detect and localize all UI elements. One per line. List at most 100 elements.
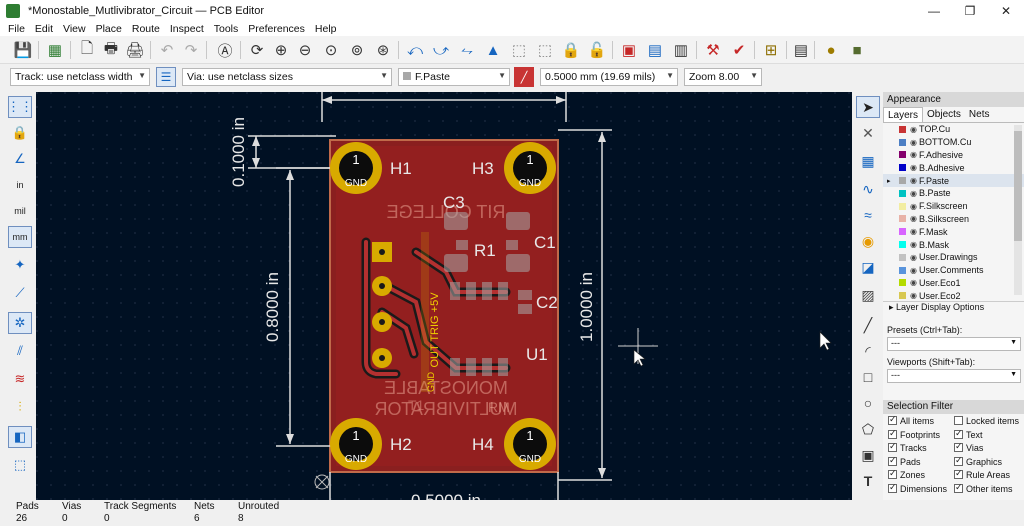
visibility-eye-icon[interactable]: ◉: [910, 137, 917, 147]
grid-toggle-icon[interactable]: ⋮⋮: [7, 96, 33, 118]
layer-color-swatch[interactable]: [899, 253, 906, 261]
add-zone-icon[interactable]: ◪: [861, 258, 875, 275]
track-width-select[interactable]: Track: use netclass width ▼: [10, 68, 150, 86]
draw-arc-icon[interactable]: ◜: [865, 342, 871, 359]
checkbox[interactable]: [954, 482, 963, 493]
zoom-in-icon[interactable]: ⊕: [274, 42, 288, 59]
checkbox[interactable]: [888, 441, 897, 453]
checkbox[interactable]: [888, 482, 897, 493]
menu-help[interactable]: Help: [314, 23, 337, 35]
layer-color-swatch[interactable]: [899, 125, 906, 133]
layer-pair-icon[interactable]: ╱: [514, 67, 534, 87]
visibility-eye-icon[interactable]: ◉: [910, 227, 917, 237]
interactive-router-icon[interactable]: ⚒: [706, 42, 720, 59]
menu-route[interactable]: Route: [131, 23, 160, 35]
drc-overlay-icon[interactable]: 🔒: [11, 125, 29, 140]
ratsnest-icon[interactable]: ⟋: [15, 285, 25, 300]
checkbox[interactable]: [888, 428, 897, 439]
scripting-console-icon[interactable]: ▤: [793, 42, 809, 59]
selection-filter-item[interactable]: Footprints: [888, 428, 940, 440]
layer-row[interactable]: ◉B.Adhesive: [883, 161, 1024, 174]
cursor-style-icon[interactable]: ✦: [14, 257, 26, 272]
rotate-ccw-icon[interactable]: ⤺: [406, 41, 424, 59]
selection-filter-item[interactable]: All items: [888, 414, 934, 426]
checkbox[interactable]: [954, 441, 963, 453]
local-ratsnest-icon[interactable]: ✕: [862, 124, 874, 141]
high-contrast-icon[interactable]: ◧: [8, 426, 32, 448]
layer-row[interactable]: ◉B.Mask: [883, 238, 1024, 251]
route-track-icon[interactable]: ∿: [862, 180, 874, 197]
pcb-canvas[interactable]: 0.1000 in 0.8000 in 1.0000 in 0.5000 in …: [36, 92, 852, 500]
page-settings-icon[interactable]: 🗋: [80, 39, 94, 57]
zone-outline-icon[interactable]: ≋: [14, 371, 26, 386]
units-mil-button[interactable]: mil: [14, 206, 26, 216]
viewports-select[interactable]: ---▼: [887, 369, 1021, 383]
add-footprint-icon[interactable]: ▦: [861, 152, 875, 169]
add-image-icon[interactable]: ▣: [861, 446, 875, 463]
visibility-eye-icon[interactable]: ◉: [910, 150, 917, 160]
visibility-eye-icon[interactable]: ◉: [910, 278, 917, 288]
layer-row[interactable]: ▸◉F.Paste: [883, 174, 1024, 187]
visibility-eye-icon[interactable]: ◉: [910, 265, 917, 275]
zoom-objects-icon[interactable]: ⊚: [350, 42, 364, 59]
draw-rectangle-icon[interactable]: □: [863, 369, 873, 385]
select-tool-icon[interactable]: ➤: [856, 96, 880, 118]
visibility-eye-icon[interactable]: ◉: [910, 124, 917, 134]
visibility-eye-icon[interactable]: ◉: [910, 214, 917, 224]
layer-row[interactable]: ◉BOTTOM.Cu: [883, 136, 1024, 149]
ungroup-icon[interactable]: ⬚: [537, 42, 553, 59]
checkbox[interactable]: [888, 414, 897, 426]
menu-edit[interactable]: Edit: [34, 23, 54, 35]
checkbox[interactable]: [888, 455, 897, 466]
layer-scrollbar[interactable]: [1014, 125, 1022, 295]
visibility-eye-icon[interactable]: ◉: [910, 291, 917, 301]
zoom-fit-icon[interactable]: ⊙: [324, 42, 338, 59]
layer-color-swatch[interactable]: [899, 292, 906, 300]
layer-color-swatch[interactable]: [899, 215, 906, 223]
tab-layers[interactable]: Layers: [883, 107, 924, 122]
layer-color-swatch[interactable]: [899, 189, 906, 197]
netlist-icon[interactable]: ▣: [621, 42, 637, 59]
tab-objects[interactable]: Objects: [927, 109, 961, 120]
layer-select[interactable]: F.Paste ▼: [398, 68, 510, 86]
undo-icon[interactable]: ↶: [160, 42, 174, 59]
menu-tools[interactable]: Tools: [213, 23, 239, 35]
layer-row[interactable]: ◉F.Silkscreen: [883, 200, 1024, 213]
menu-preferences[interactable]: Preferences: [248, 23, 305, 35]
layer-row[interactable]: ◉User.Comments: [883, 264, 1024, 277]
refresh-icon[interactable]: ⟳: [250, 42, 264, 59]
lock-icon[interactable]: 🔒: [561, 42, 581, 59]
zone-fill-icon[interactable]: ⫽: [17, 343, 23, 358]
layer-row[interactable]: ◉F.Adhesive: [883, 149, 1024, 162]
layer-color-swatch[interactable]: [899, 266, 906, 274]
zoom-select[interactable]: Zoom 8.00 ▼: [684, 68, 762, 86]
scrollbar-thumb[interactable]: [1014, 131, 1022, 241]
close-button[interactable]: ✕: [1000, 4, 1012, 18]
drc-icon[interactable]: ✔: [732, 42, 746, 59]
board-setup-icon[interactable]: ▦: [47, 42, 63, 59]
menu-place[interactable]: Place: [95, 23, 122, 35]
units-inch-button[interactable]: in: [16, 180, 24, 190]
tab-nets[interactable]: Nets: [968, 109, 990, 120]
pad-fill-icon[interactable]: ⫶: [18, 399, 22, 414]
add-rule-area-icon[interactable]: ▨: [861, 286, 875, 303]
checkbox[interactable]: [888, 468, 897, 480]
selection-filter-item[interactable]: Vias: [954, 441, 983, 453]
selection-filter-item[interactable]: Dimensions: [888, 482, 947, 494]
via-size-select[interactable]: Via: use netclass sizes ▼: [182, 68, 392, 86]
mirror-icon[interactable]: ▲: [485, 41, 501, 59]
checkbox[interactable]: [954, 468, 963, 480]
checkbox[interactable]: [954, 428, 963, 439]
plot-icon[interactable]: 🖨: [125, 42, 145, 59]
flip-icon[interactable]: ⥊: [460, 41, 473, 59]
unlock-icon[interactable]: 🔓: [587, 42, 607, 59]
save-icon[interactable]: 💾: [13, 42, 33, 59]
visibility-eye-icon[interactable]: ◉: [910, 163, 917, 173]
menu-file[interactable]: File: [8, 23, 25, 35]
selection-filter-item[interactable]: Pads: [888, 455, 921, 467]
selection-filter-item[interactable]: Zones: [888, 468, 925, 480]
maximize-button[interactable]: ❐: [964, 4, 976, 18]
layer-color-swatch[interactable]: [899, 151, 906, 159]
layer-color-swatch[interactable]: [899, 138, 906, 146]
layer-row[interactable]: ◉B.Silkscreen: [883, 213, 1024, 226]
